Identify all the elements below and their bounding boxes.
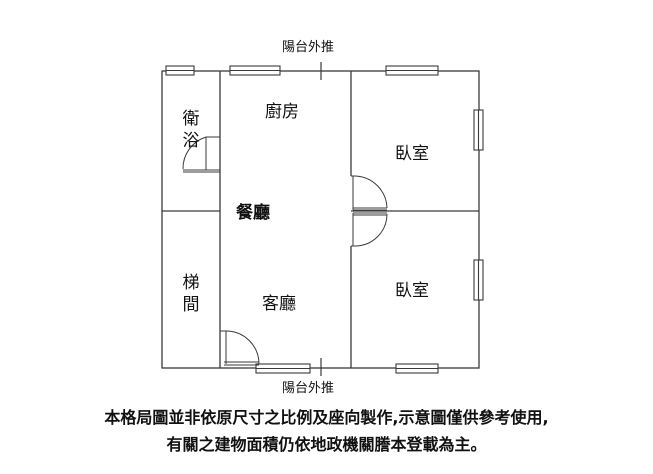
- door-bedroom-bottom: [351, 212, 388, 247]
- room-label-dining: 餐廳: [236, 203, 270, 223]
- window-top-bath: [165, 65, 195, 76]
- disclaimer-line-1: 本格局圖並非依原尺寸之比例及座向製作,示意圖僅供參考使用,: [104, 408, 549, 427]
- room-label-kitchen: 廚房: [265, 102, 299, 122]
- balcony-label-bottom: 陽台外推: [282, 381, 335, 396]
- room-label-bathroom: 衛浴: [182, 109, 200, 151]
- room-label-stairwell: 梯間: [182, 273, 200, 315]
- window-bottom-living: [255, 363, 311, 374]
- disclaimer-line-2: 有關之建物面積仍依地政機關謄本登載為主。: [166, 435, 487, 454]
- outer-wall: [161, 70, 480, 369]
- room-label-bedroom-bottom: 臥室: [395, 281, 429, 301]
- room-label-bedroom-top: 臥室: [395, 144, 429, 164]
- window-right-bottom: [473, 259, 484, 301]
- door-living: [220, 330, 260, 366]
- window-right-top: [473, 109, 484, 151]
- door-bathroom: [182, 136, 220, 173]
- window-bottom-bedroom: [395, 363, 439, 374]
- door-bedroom-top: [351, 175, 388, 211]
- window-top-kitchen: [229, 65, 281, 76]
- balcony-label-top: 陽台外推: [282, 40, 335, 55]
- room-label-living: 客廳: [262, 294, 296, 314]
- window-top-bedroom: [385, 65, 439, 76]
